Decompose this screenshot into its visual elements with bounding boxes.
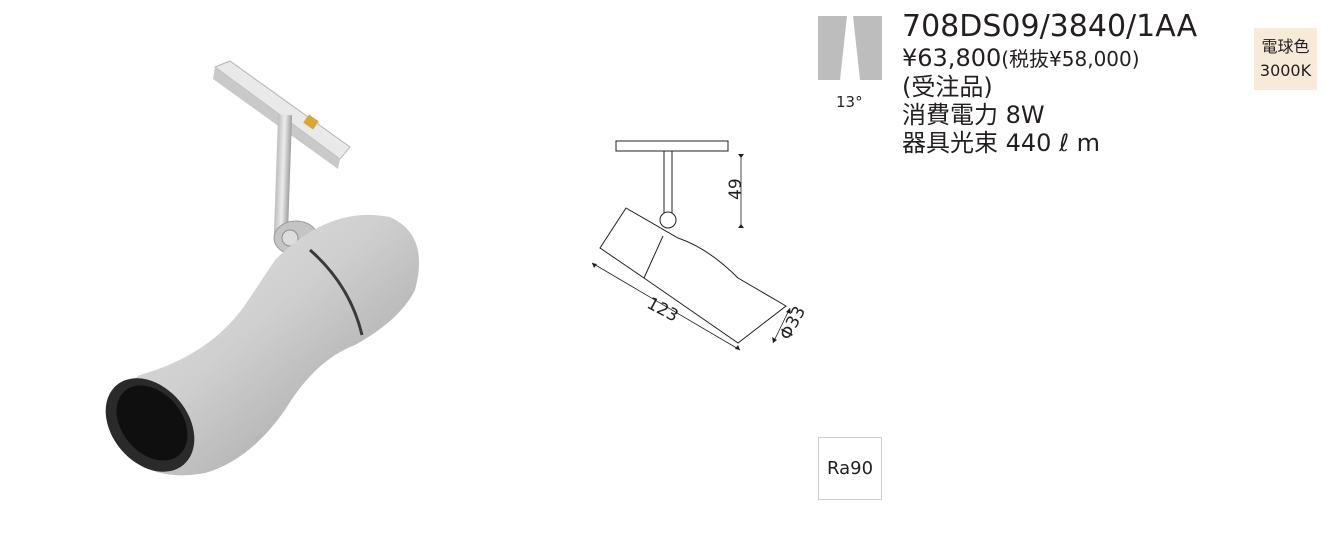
lens-opening xyxy=(105,378,195,472)
power-consumption: 消費電力 8W xyxy=(902,101,1045,129)
beam-angle-label: 13° xyxy=(836,93,863,111)
price-main: ¥63,800 xyxy=(902,44,1002,72)
price-excluding-tax: (税抜¥58,000) xyxy=(1001,47,1140,71)
rail-outline xyxy=(615,140,729,152)
track-adapter xyxy=(213,60,351,169)
color-kelvin: 3000K xyxy=(1259,61,1312,80)
color-temperature-badge: 電球色 3000K xyxy=(1254,28,1317,90)
beam-angle-icon xyxy=(818,16,882,80)
luminous-flux: 器具光束 440 ℓ m xyxy=(902,129,1100,157)
body-outline xyxy=(599,207,787,344)
support-stem xyxy=(273,114,293,236)
ra-rating-label: Ra90 xyxy=(826,458,874,479)
product-photo xyxy=(105,60,420,476)
spotlight-body xyxy=(110,214,420,476)
ra-rating-box: Ra90 xyxy=(818,437,882,500)
height-dimension-label: 49 xyxy=(726,178,746,200)
spec-block: 708DS09/3840/1AA ¥63,800(税抜¥58,000) (受注品… xyxy=(902,9,1198,158)
dimension-drawing xyxy=(591,140,791,351)
price-line: ¥63,800(税抜¥58,000) xyxy=(902,44,1197,73)
model-number: 708DS09/3840/1AA xyxy=(902,9,1198,44)
color-name: 電球色 xyxy=(1261,37,1310,56)
order-note: (受注品) xyxy=(902,73,993,101)
